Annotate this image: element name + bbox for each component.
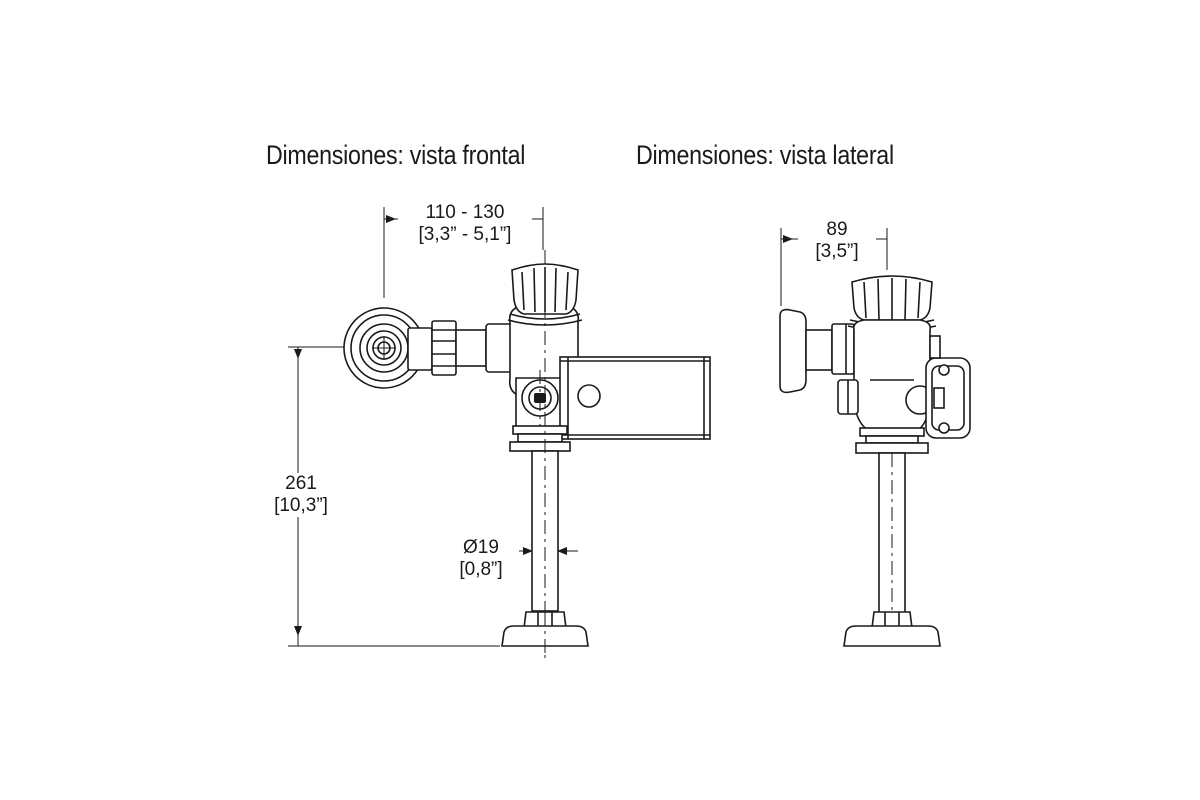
sensor-housing-front [559,356,711,440]
side-width-inch: [3,5”] [815,241,859,262]
valve-body-side [837,319,935,431]
valve-outlet-front [509,425,571,452]
front-view-drawing [288,207,711,658]
side-view-drawing [779,228,971,647]
sensor-module-side [925,335,971,439]
wall-flange-side [779,308,855,394]
side-view-title: Dimensiones: vista lateral [636,140,894,170]
front-view-title: Dimensiones: vista frontal [266,140,526,170]
pipe-diameter-label: Ø19 [0,8”] [443,537,519,581]
front-width-label: 110 - 130 [3,3” - 5,1”] [398,202,532,246]
side-width-label: 89 [3,5”] [798,219,876,263]
coupling-nut-front [407,320,487,376]
flush-pipe-side [843,452,941,647]
front-width-mm: 110 - 130 [425,202,505,223]
side-width-mm: 89 [826,219,848,240]
valve-outlet-side [855,427,929,454]
height-label: 261 [10,3”] [256,473,346,517]
flush-pipe-front [501,250,589,658]
pipe-diameter-mm: Ø19 [463,537,499,558]
height-mm: 261 [285,473,317,494]
height-inch: [10,3”] [274,495,328,516]
front-width-inch: [3,3” - 5,1”] [418,224,512,245]
pipe-diameter-inch: [0,8”] [459,559,503,580]
